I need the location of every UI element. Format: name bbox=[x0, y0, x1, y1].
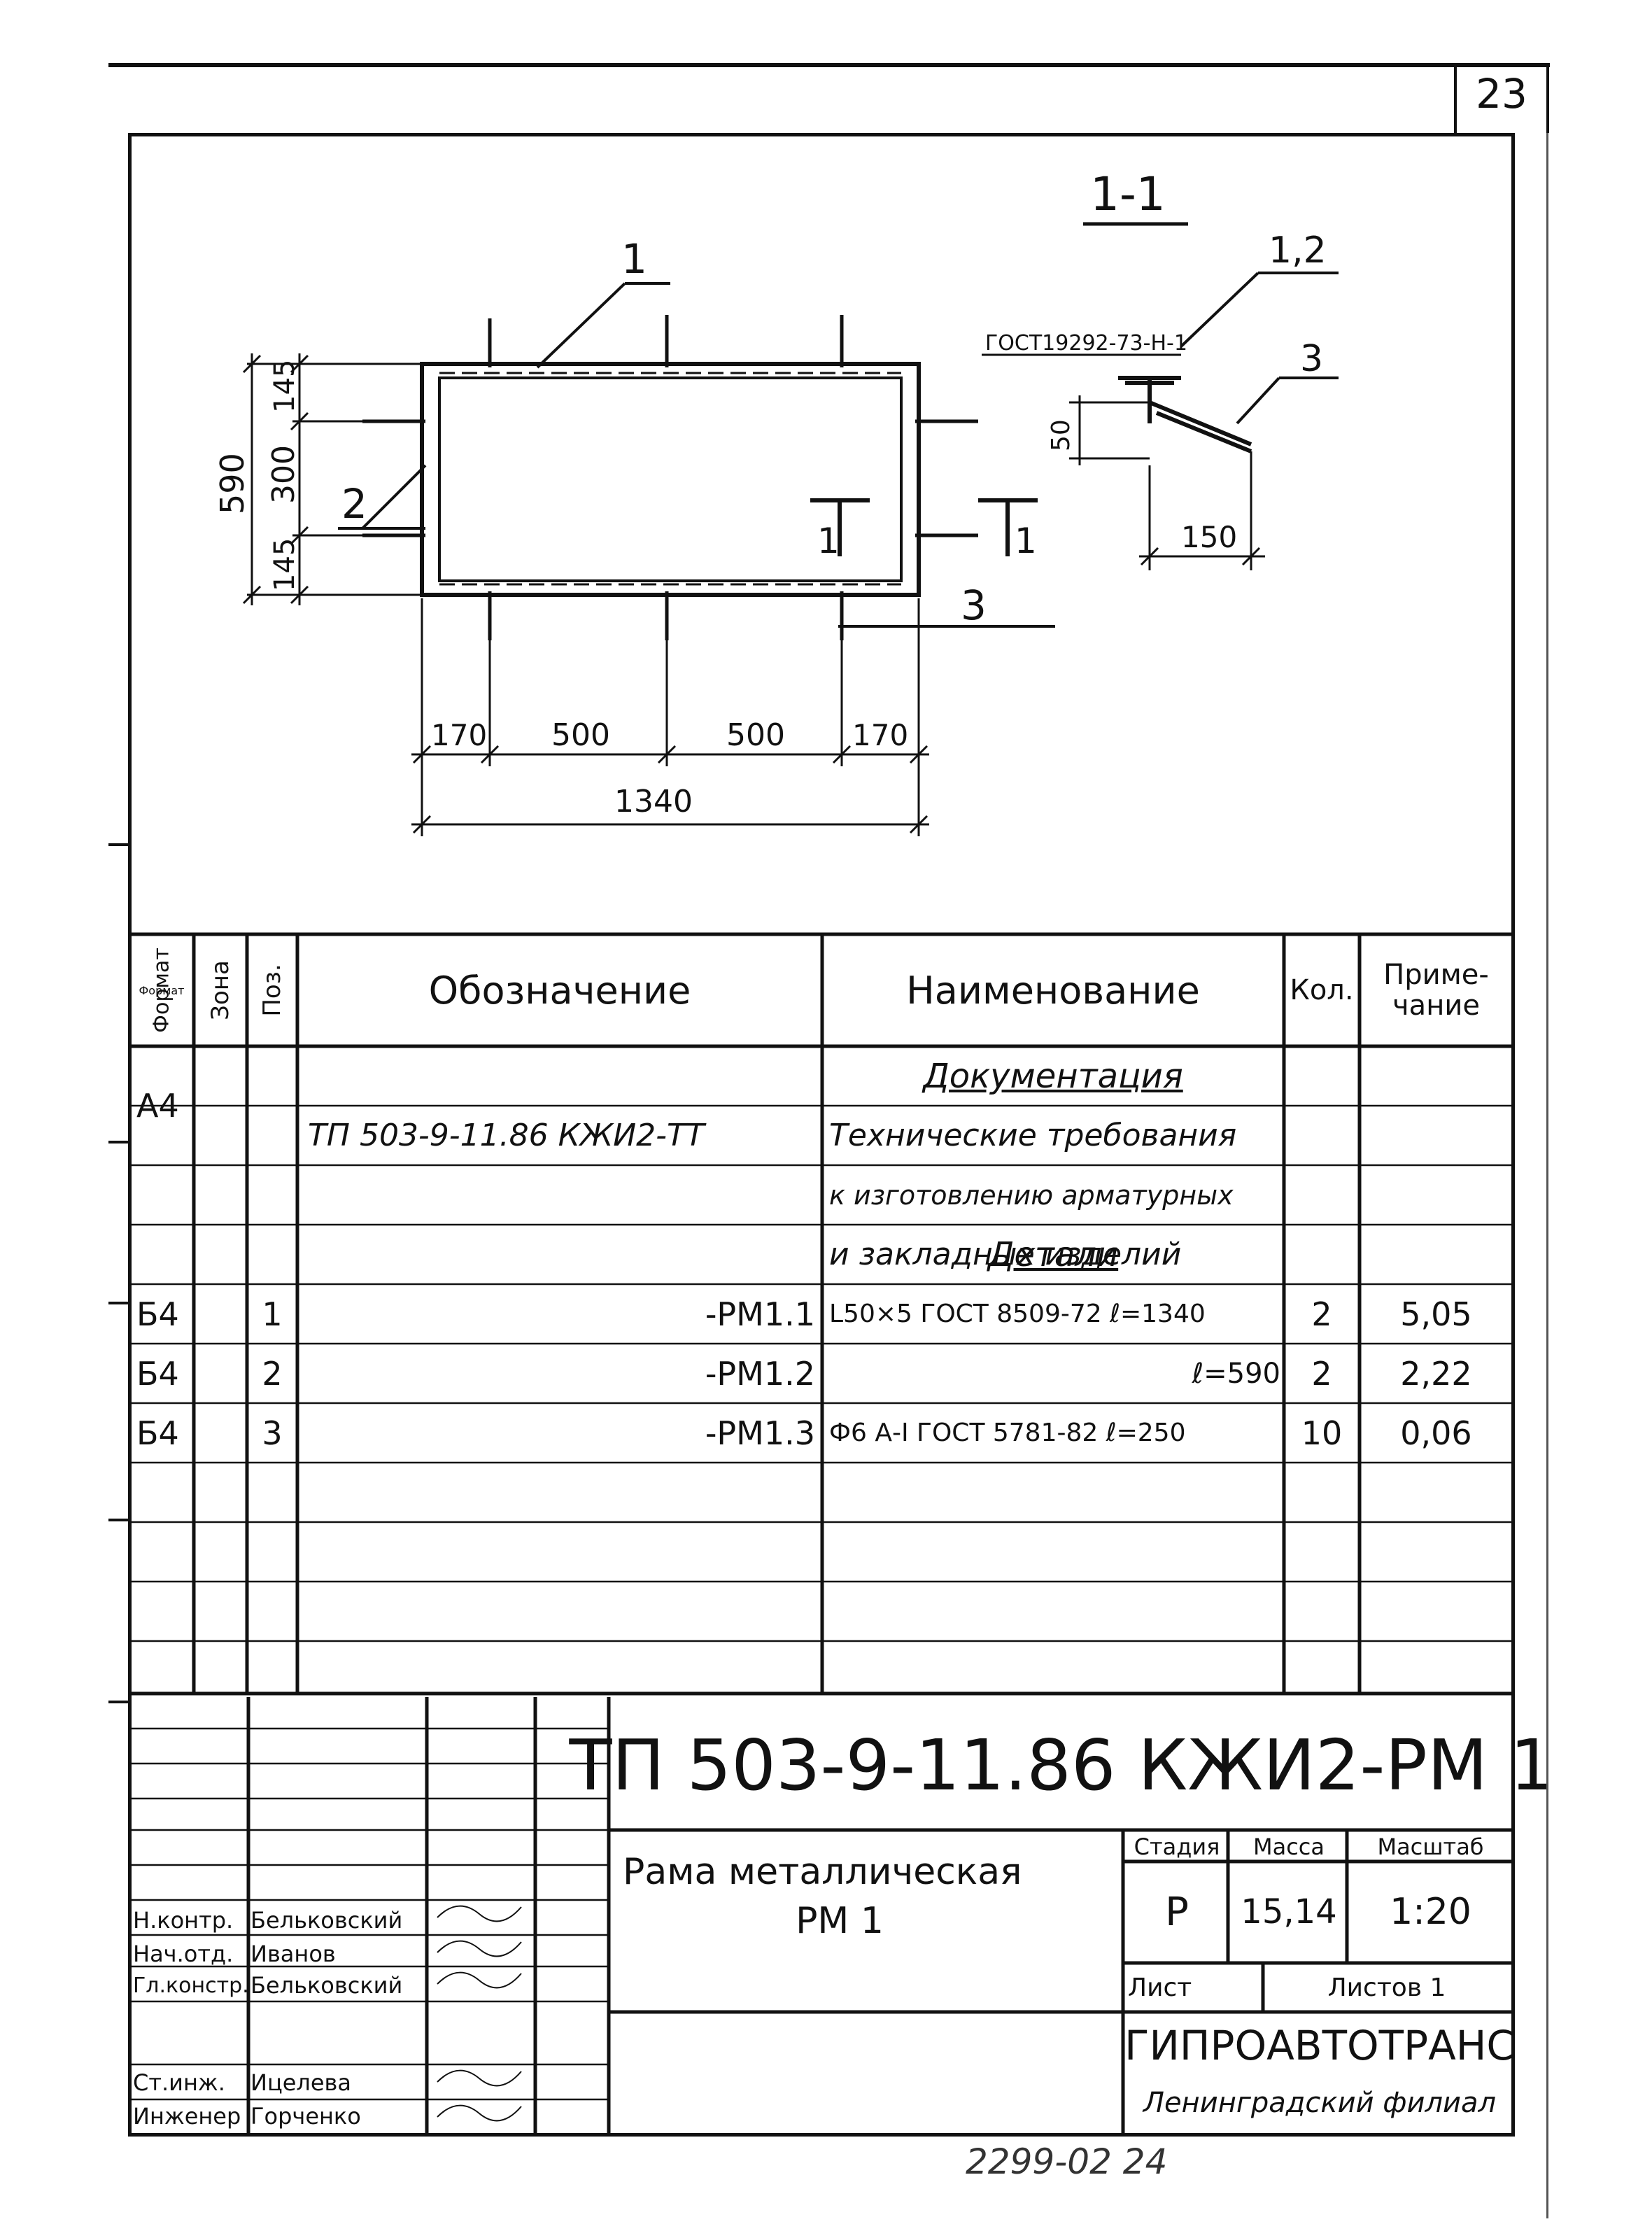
dim-seg4: 170 bbox=[852, 718, 908, 752]
header-name: Наименование bbox=[906, 968, 1200, 1013]
section-mark-left: 1 bbox=[817, 521, 840, 561]
stage-label: Стадия bbox=[1134, 1833, 1220, 1860]
header-format-label: Формат bbox=[149, 948, 174, 1033]
left-border bbox=[128, 133, 132, 2134]
title-block-grid bbox=[129, 1697, 1513, 2133]
section-parts: Детали bbox=[987, 1234, 1119, 1274]
dim-middle: 300 bbox=[266, 445, 302, 504]
bottom-note: 2299-02 24 bbox=[966, 2141, 1168, 2182]
signer-name: Ицелева bbox=[250, 2069, 352, 2096]
spec-table: Формат Обозначение Наименование Кол. При… bbox=[129, 932, 1513, 1697]
callout-1-2: 1,2 bbox=[1269, 230, 1327, 272]
header-format: Формат bbox=[139, 983, 185, 997]
row-name: Ф6 А-I ГОСТ 5781-82 ℓ=250 bbox=[829, 1419, 1186, 1447]
row-format: Б4 bbox=[136, 1295, 179, 1333]
row-name: Технические требования bbox=[829, 1118, 1237, 1153]
row-name: L50×5 ГОСТ 8509-72 ℓ=1340 bbox=[829, 1300, 1206, 1328]
row-name: к изготовлению арматурных bbox=[829, 1179, 1234, 1211]
row-format: А4 bbox=[136, 1087, 179, 1125]
sheets-label: Листов 1 bbox=[1327, 1973, 1446, 2002]
org-name: ГИПРОАВТОТРАНС bbox=[1124, 2021, 1515, 2069]
right-margin-line bbox=[1546, 133, 1548, 2218]
section-label: 1-1 bbox=[1090, 167, 1166, 221]
callout-3-frame: 3 bbox=[961, 582, 987, 629]
row-qty: 2 bbox=[1311, 1295, 1332, 1333]
header-designation: Обозначение bbox=[428, 968, 691, 1013]
drawing: 1 2 3 1 1 590 145 300 145 bbox=[213, 167, 1339, 836]
stage-value: Р bbox=[1165, 1889, 1189, 1935]
dim-seg1: 170 bbox=[431, 718, 487, 752]
page-number-box-right bbox=[1546, 63, 1549, 133]
mass-label: Масса bbox=[1252, 1833, 1325, 1860]
dim-seg3: 500 bbox=[726, 717, 785, 753]
row-qty: 2 bbox=[1311, 1354, 1332, 1393]
margin-tick bbox=[108, 1141, 129, 1143]
branch-name: Ленинградский филиал bbox=[1143, 2087, 1497, 2119]
header-qty: Кол. bbox=[1290, 974, 1354, 1006]
signer-name: Бельковский bbox=[250, 1972, 403, 1999]
header-zone-rot: Зона bbox=[194, 934, 247, 1046]
row-pos: 1 bbox=[262, 1295, 283, 1333]
title-line1: Рама металлическая bbox=[623, 1851, 1022, 1893]
header-pos-label: Поз. bbox=[258, 964, 286, 1017]
bottom-border bbox=[128, 2133, 1515, 2137]
scale-value: 1:20 bbox=[1390, 1891, 1471, 1933]
right-border bbox=[1511, 133, 1515, 2134]
signer-role: Нач.отд. bbox=[133, 1941, 234, 1967]
row-designation: -РМ1.2 bbox=[705, 1354, 815, 1393]
dim-total-width: 1340 bbox=[614, 784, 693, 819]
margin-tick bbox=[108, 1302, 129, 1304]
dim-seg2: 500 bbox=[551, 717, 610, 753]
row-designation: -РМ1.3 bbox=[705, 1414, 815, 1452]
row-pos: 2 bbox=[262, 1354, 283, 1393]
inner-top-border bbox=[129, 133, 1515, 136]
row-note: 2,22 bbox=[1400, 1354, 1472, 1393]
frame-rectangle bbox=[420, 362, 921, 597]
header-pos-rot: Поз. bbox=[247, 934, 297, 1046]
signer-role: Н.контр. bbox=[133, 1907, 234, 1934]
callout-1: 1 bbox=[621, 235, 647, 283]
row-name: ℓ=590 bbox=[1192, 1357, 1280, 1390]
signer-name: Бельковский bbox=[250, 1907, 403, 1934]
margin-tick bbox=[108, 1519, 129, 1521]
header-format-rot: Формат bbox=[129, 934, 194, 1046]
dim-top: 145 bbox=[269, 360, 301, 413]
row-name-line3: и закладных изделий bbox=[829, 1237, 1182, 1272]
row-note: 5,05 bbox=[1400, 1295, 1472, 1333]
row-designation: ТП 503-9-11.86 КЖИ2-ТТ bbox=[308, 1118, 705, 1153]
dim-total-height: 590 bbox=[213, 453, 251, 514]
section-mark-right: 1 bbox=[1015, 521, 1037, 561]
spec-grid bbox=[129, 932, 1513, 1696]
row-format: Б4 bbox=[136, 1354, 179, 1393]
callout-2: 2 bbox=[341, 480, 367, 528]
row-pos: 3 bbox=[262, 1414, 283, 1452]
dim-section-height: 50 bbox=[1047, 419, 1075, 451]
header-note: Приме- чание bbox=[1383, 959, 1489, 1022]
top-border bbox=[108, 63, 1550, 67]
signer-name: Иванов bbox=[250, 1941, 336, 1967]
row-note: 0,06 bbox=[1400, 1414, 1472, 1452]
page-number: 23 bbox=[1476, 70, 1527, 118]
mass-value: 15,14 bbox=[1241, 1892, 1337, 1931]
dim-section-length: 150 bbox=[1181, 520, 1237, 554]
signer-role: Ст.инж. bbox=[133, 2069, 225, 2096]
row-format: Б4 bbox=[136, 1414, 179, 1452]
signer-role: Гл.констр. bbox=[133, 1973, 249, 1998]
signer-name: Горченко bbox=[250, 2103, 361, 2130]
scale-label: Масштаб bbox=[1377, 1833, 1484, 1860]
section-documentation: Документация bbox=[923, 1056, 1183, 1096]
sheet-label: Лист bbox=[1128, 1973, 1192, 2002]
header-zone-label: Зона bbox=[206, 960, 234, 1020]
row-designation: -РМ1.1 bbox=[705, 1295, 815, 1333]
callout-3-section: 3 bbox=[1300, 338, 1323, 380]
margin-tick bbox=[108, 843, 129, 846]
row-qty: 10 bbox=[1301, 1414, 1343, 1452]
signer-role: Инженер bbox=[133, 2103, 241, 2130]
page-number-box-left bbox=[1454, 63, 1457, 133]
title-line2: РМ 1 bbox=[796, 1900, 884, 1942]
gost-label: ГОСТ19292-73-Н-1 bbox=[985, 331, 1187, 356]
doc-code: ТП 503-9-11.86 КЖИ2-РМ 1 bbox=[569, 1724, 1555, 1806]
dim-bottom: 145 bbox=[269, 538, 301, 591]
margin-tick bbox=[108, 1701, 129, 1703]
